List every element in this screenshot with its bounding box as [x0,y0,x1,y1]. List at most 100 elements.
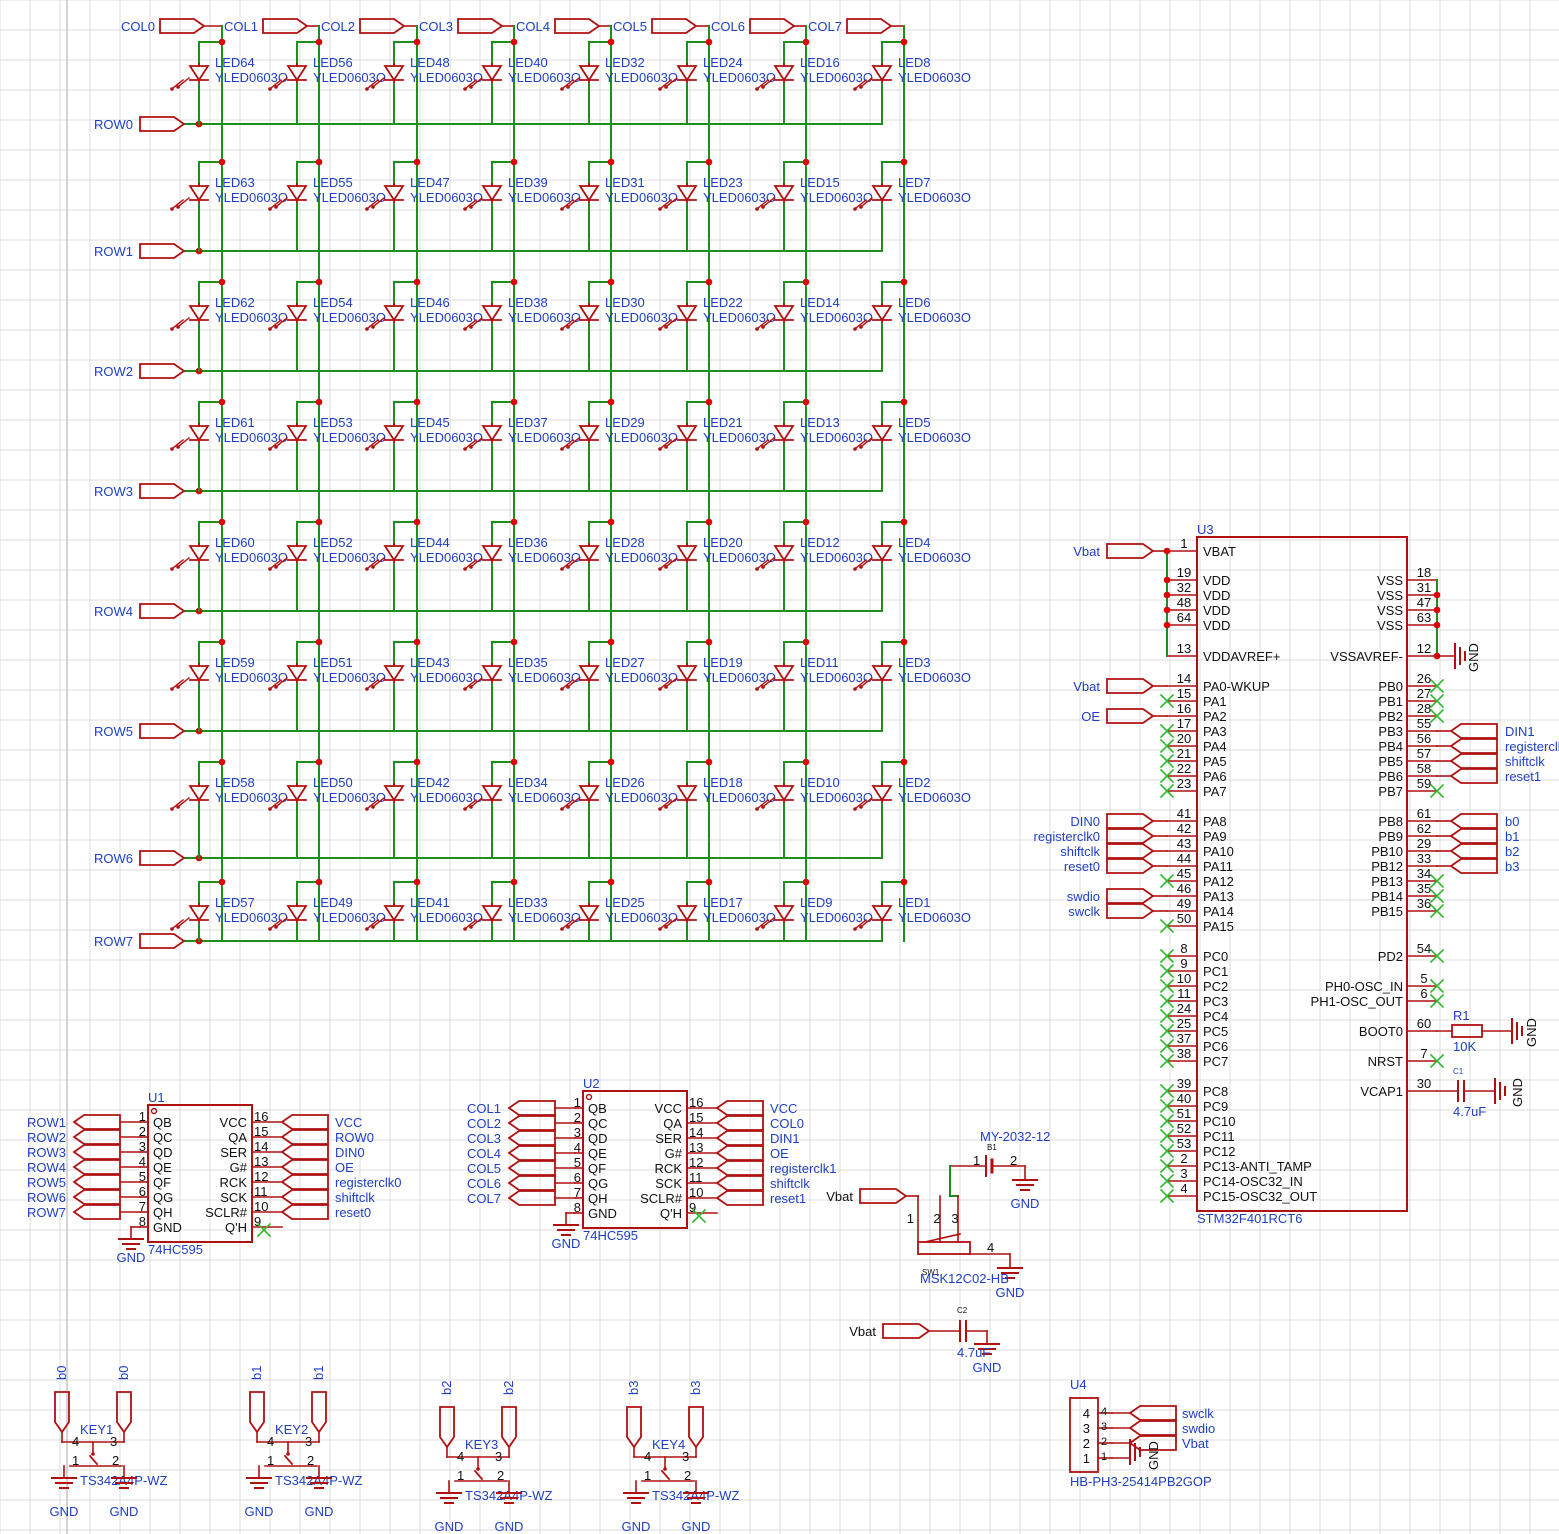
led-ref-label: LED15 [800,175,840,190]
net-port-flag [1449,753,1498,769]
pin-number: 61 [1417,806,1431,821]
net-label: b2 [439,1381,454,1395]
arrow-head [170,207,174,211]
diode-triangle [383,785,405,802]
diode-triangle [286,785,308,802]
led-ref-label: LED12 [800,535,840,550]
diode-triangle [286,665,308,682]
led-value-label: YLED0603O [313,430,386,445]
light-arrow [855,319,867,329]
ground-symbol [51,1477,77,1489]
pin-name: VSS [1377,618,1403,633]
row-port-label: ROW4 [94,604,133,619]
pin-name: Q'H [225,1220,247,1235]
net-port-flag [139,603,186,619]
net-label: DIN0 [1070,814,1100,829]
pin-number: 2 [1010,1153,1017,1168]
diode-triangle [871,425,893,442]
pin-number: 5 [139,1169,146,1184]
diode-triangle [188,305,210,322]
diode-triangle [578,785,600,802]
net-port-flag [1449,738,1498,754]
arrow-head [664,325,668,329]
pin-name: QB [588,1101,607,1116]
arrow-head [274,445,278,449]
junction-dot [802,158,810,166]
net-label: ROW3 [27,1145,66,1160]
no-connect-mark [1159,1113,1175,1129]
pin-name: QH [588,1191,608,1206]
diode-triangle [286,185,308,202]
no-connect-mark [1159,1008,1175,1024]
junction-dot [1433,606,1441,614]
light-arrow [666,197,678,207]
part-label: HB-PH3-25414PB2GOP [1070,1474,1212,1489]
light-arrow [178,797,190,807]
net-label: Vbat [1073,544,1100,559]
light-arrow [757,919,769,929]
arrow-head [469,805,473,809]
arrow-head [176,565,180,569]
arrow-head [658,927,662,931]
diode-triangle [383,305,405,322]
pin-number: 4 [1180,1181,1187,1196]
pin-name: VDD [1203,618,1230,633]
arrow-head [853,447,857,451]
arrow-head [274,325,278,329]
diode-triangle [871,185,893,202]
ref-label: KEY1 [80,1422,113,1437]
pin-number: 55 [1417,716,1431,731]
net-label: ROW4 [27,1160,66,1175]
ic-ref-label: U3 [1197,522,1214,537]
junction-dot [218,398,226,406]
light-arrow [562,439,574,449]
pin-name: SCLR# [205,1205,248,1220]
net-port-flag [715,1160,764,1176]
diode-triangle [676,665,698,682]
no-connect-stroke [1159,993,1175,1009]
pin-number: 22 [1177,761,1191,776]
light-arrow [367,79,379,89]
led-value-label: YLED0603O [605,670,678,685]
net-port-flag [280,1174,329,1190]
led-ref-label: LED39 [508,175,548,190]
diode-triangle [481,905,503,922]
gnd-label: GND [305,1504,334,1519]
junction-dot [900,518,908,526]
net-port-flag [507,1175,556,1191]
diode-triangle [383,545,405,562]
arrow-head [566,565,570,569]
junction-dot [218,158,226,166]
led-value-label: YLED0603O [703,430,776,445]
light-arrow [568,797,580,807]
net-port-flag [1449,723,1498,739]
light-arrow [367,919,379,929]
net-port-flag [507,1100,556,1116]
junction-dot [802,518,810,526]
led-ref-label: LED43 [410,655,450,670]
pin-number: 63 [1417,610,1431,625]
junction-dot [1163,606,1171,614]
led-value-label: YLED0603O [703,670,776,685]
arrow-head [566,445,570,449]
led-value-label: YLED0603O [313,550,386,565]
arrow-head [664,805,668,809]
led-value-label: YLED0603O [215,670,288,685]
